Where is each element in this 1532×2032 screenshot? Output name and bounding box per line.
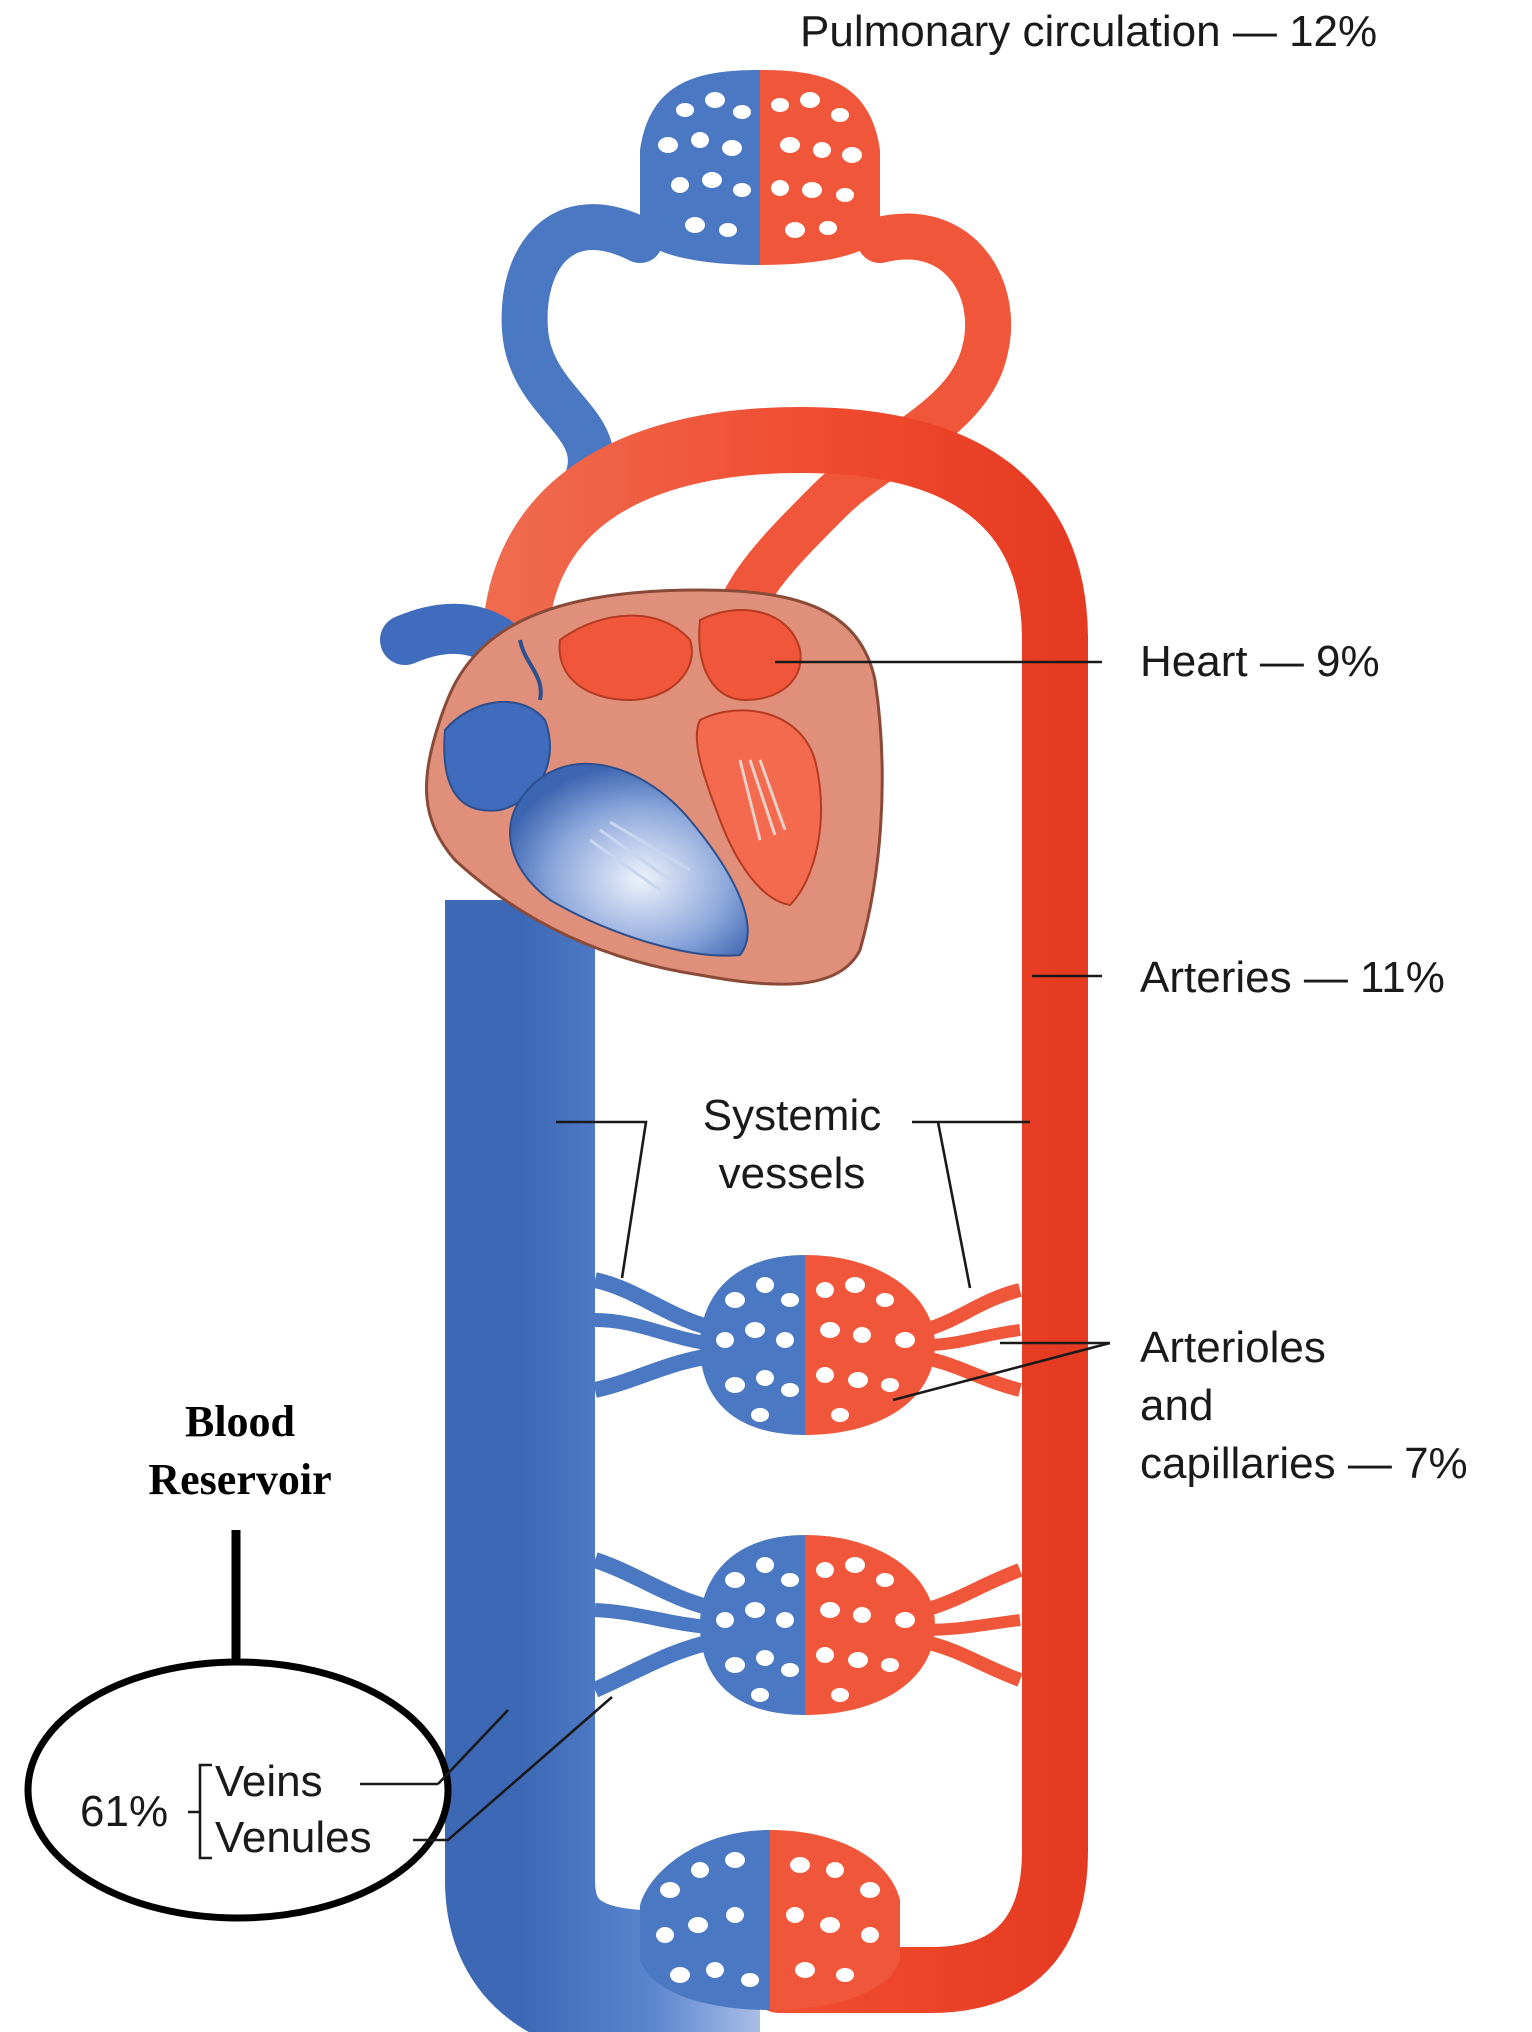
- veins-bracket: [188, 1763, 212, 1860]
- systemic-label-line1: Systemic: [703, 1091, 881, 1140]
- left-ventricle: [695, 709, 822, 907]
- pulmonary-label: Pulmonary circulation — 12%: [800, 7, 1377, 56]
- veins-label: Veins: [215, 1757, 323, 1806]
- right-ventricle: [509, 762, 749, 957]
- heart-label: Heart — 9%: [1140, 637, 1380, 686]
- reservoir-line1: Blood: [185, 1397, 295, 1446]
- venules-leader: [413, 1696, 613, 1842]
- arterioles-leader-b: [892, 1341, 1111, 1402]
- left-atrium: [558, 614, 693, 702]
- capillary-bed-systemic-lower: [700, 1535, 935, 1715]
- capillary-bed-systemic-upper: [700, 1255, 935, 1435]
- veins-percent: 61%: [80, 1787, 168, 1836]
- arterioles-label-line1: Arterioles: [1140, 1323, 1326, 1372]
- heart-illustration: [425, 588, 884, 986]
- superior-vena-cava: [380, 603, 520, 665]
- venules-label: Venules: [215, 1813, 372, 1862]
- reservoir-ellipse: [24, 1658, 452, 1922]
- systemic-leader-left: [556, 1120, 648, 1279]
- vena-cava: [445, 900, 760, 2032]
- arteries-label: Arteries — 11%: [1140, 953, 1445, 1002]
- aortic-arch: [482, 406, 1088, 2013]
- arterioles-label-line3: capillaries — 7%: [1140, 1439, 1468, 1488]
- blood-reservoir-group: Blood Reservoir 61% Veins Venules: [24, 1397, 613, 1922]
- systemic-leader-right: [912, 1120, 1030, 1289]
- arterioles-label-line2: and: [1140, 1381, 1213, 1430]
- capillary-bed-bottom: [640, 1830, 900, 2010]
- veins-leader-diag: [437, 1709, 509, 1785]
- reservoir-line2: Reservoir: [148, 1455, 331, 1504]
- left-atrium-2: [698, 609, 802, 702]
- systemic-label-line2: vessels: [719, 1149, 866, 1198]
- capillary-bed-pulmonary: [640, 70, 880, 265]
